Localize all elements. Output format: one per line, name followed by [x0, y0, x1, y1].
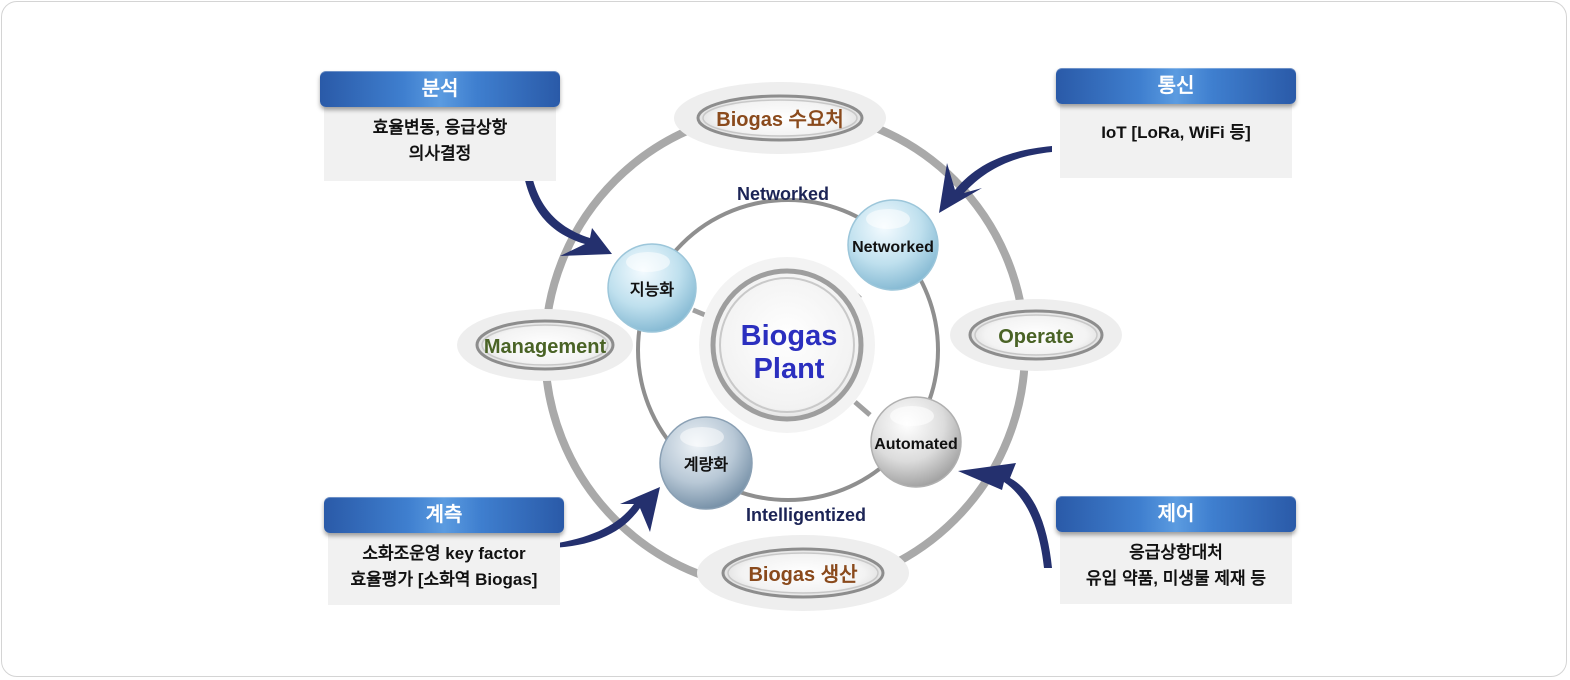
card-title: 통신: [1056, 68, 1296, 104]
arrow-communication-icon: [939, 146, 1052, 213]
card-body: IoT [LoRa, WiFi 등]: [1060, 104, 1292, 178]
ring-label-top: Networked: [737, 184, 829, 204]
outer-node-demand[interactable]: Biogas 수요처: [674, 82, 886, 154]
card-line: IoT [LoRa, WiFi 등]: [1101, 123, 1251, 142]
center-hub: Biogas Plant: [699, 257, 875, 433]
card-control: 제어 응급상항대처 유입 약품, 미생물 제재 등: [1056, 496, 1296, 604]
card-communication: 통신 IoT [LoRa, WiFi 등]: [1056, 68, 1296, 178]
outer-node-management[interactable]: Management: [457, 309, 633, 381]
outer-node-production[interactable]: Biogas 생산: [697, 535, 909, 611]
arrow-control-icon: [958, 463, 1052, 568]
card-body: 효율변동, 응급상항 의사결정: [324, 107, 556, 181]
card-title: 제어: [1056, 496, 1296, 532]
card-title: 분석: [320, 71, 560, 107]
card-line: 효율평가 [소화역 Biogas]: [350, 570, 538, 589]
card-measurement: 계측 소화조운영 key factor 효율평가 [소화역 Biogas]: [324, 497, 564, 605]
outer-node-label: Operate: [998, 326, 1074, 348]
card-line: 응급상항대처: [1129, 543, 1223, 562]
inner-node-automated[interactable]: Automated: [870, 396, 962, 488]
card-line: 유입 약품, 미생물 제재 등: [1085, 569, 1266, 588]
inner-node-label: 지능화: [630, 280, 674, 299]
outer-node-operate[interactable]: Operate: [950, 299, 1122, 371]
card-line: 소화조운영 key factor: [362, 544, 526, 563]
ring-label-bottom: Intelligentized: [746, 505, 866, 525]
inner-node-networked[interactable]: Networked: [847, 199, 939, 291]
card-line: 의사결정: [408, 144, 472, 163]
inner-node-intelligent[interactable]: 지능화: [607, 243, 697, 333]
center-title-line1: Biogas: [741, 320, 838, 352]
inner-node-metering[interactable]: 계량화: [659, 416, 753, 510]
outer-node-label: Management: [484, 336, 607, 358]
card-body: 응급상항대처 유입 약품, 미생물 제재 등: [1060, 532, 1292, 604]
card-analysis: 분석 효율변동, 응급상항 의사결정: [320, 71, 560, 181]
card-body: 소화조운영 key factor 효율평가 [소화역 Biogas]: [328, 533, 560, 605]
outer-node-label: Biogas 수요처: [716, 108, 843, 131]
arrow-measurement-icon: [552, 487, 660, 548]
card-line: 효율변동, 응급상항: [372, 118, 508, 137]
inner-node-label: Networked: [852, 239, 934, 256]
inner-ring: [636, 198, 940, 502]
outer-node-label: Biogas 생산: [748, 563, 858, 586]
inner-node-label: 계량화: [684, 455, 728, 474]
card-title: 계측: [324, 497, 564, 533]
inner-node-label: Automated: [874, 436, 958, 453]
center-title-line2: Plant: [754, 353, 825, 385]
